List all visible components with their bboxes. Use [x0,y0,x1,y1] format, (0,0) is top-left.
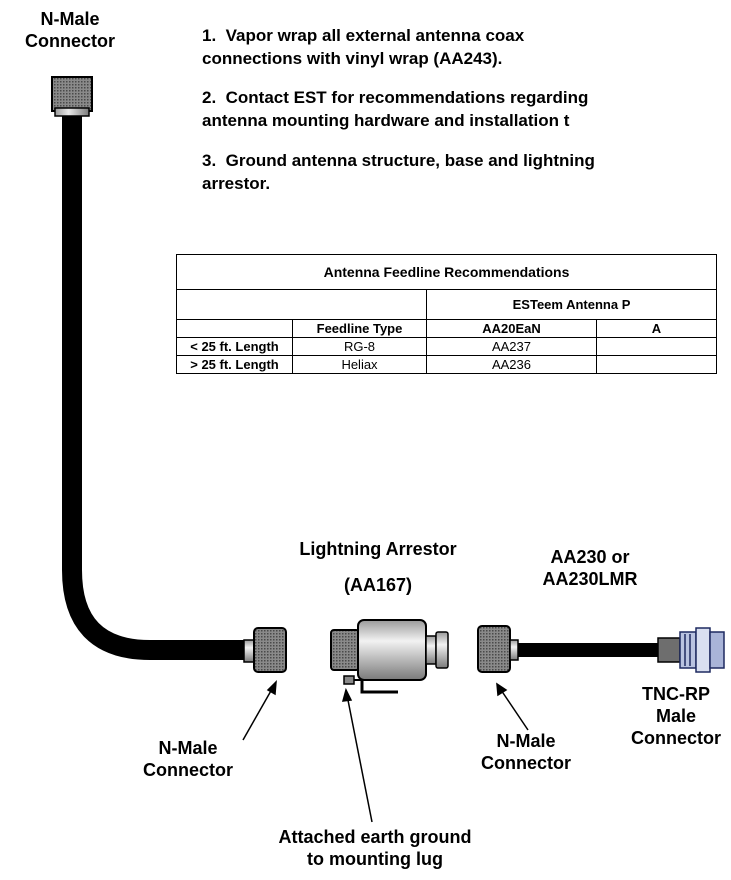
cable-part-label: AA230 or AA230LMR [542,547,638,589]
table-title: Antenna Feedline Recommendations [176,254,717,290]
table-row: > 25 ft. Length Heliax AA236 [176,355,717,374]
table-cell [596,337,717,356]
table-header-cell: A [596,319,717,338]
table-group-blank [176,289,427,320]
table-header-cell [176,319,293,338]
pointer-arrows [242,680,529,823]
lightning-arrestor-icon [330,619,449,694]
note-1: 1. Vapor wrap all external antenna coax … [202,26,525,68]
note-2: 2. Contact EST for recommendations regar… [202,88,589,130]
tnc-connector-label: TNC-RP Male Connector [631,684,721,748]
table-header-row: Feedline Type AA20EaN A [176,319,717,338]
top-connector-label: N-Male Connector [25,9,115,51]
left-n-male-connector-icon [243,627,287,673]
mid-connector-label: N-Male Connector [481,731,571,773]
table-cell: < 25 ft. Length [176,337,293,356]
coax-cable-main [62,112,250,660]
table-header-cell: AA20EaN [426,319,597,338]
table-group-header: ESTeem Antenna P [426,289,717,320]
table-cell: AA237 [426,337,597,356]
table-cell: > 25 ft. Length [176,355,293,374]
mid-n-male-connector-icon [477,625,519,673]
table-cell [596,355,717,374]
table-cell: Heliax [292,355,427,374]
note-3: 3. Ground antenna structure, base and li… [202,151,595,193]
tnc-rp-connector-icon [657,627,725,673]
table-cell: RG-8 [292,337,427,356]
ground-note-label: Attached earth ground to mounting lug [278,827,472,869]
table-header-cell: Feedline Type [292,319,427,338]
table-cell: AA236 [426,355,597,374]
arrestor-title-label: Lightning Arrestor [299,539,457,559]
arrestor-part-label: (AA167) [343,575,413,595]
table-row: < 25 ft. Length RG-8 AA237 [176,337,717,356]
top-n-male-connector-icon [51,76,93,117]
left-connector-label: N-Male Connector [143,738,233,780]
feedline-table: Antenna Feedline Recommendations ESTeem … [176,254,717,374]
